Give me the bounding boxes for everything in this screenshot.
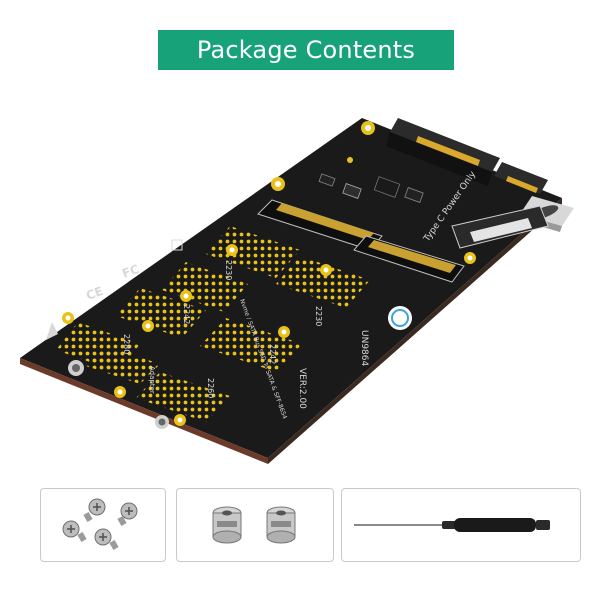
contact-pad-grid [56,226,370,422]
sff-8654-connector [451,205,549,249]
model-label: UN9864 [359,330,369,366]
screws-item [40,488,166,562]
slot-size-label: 2280 [122,334,131,354]
slot-size-label: 2242 [182,304,191,324]
screwdriver-icon [354,518,550,532]
ce-mark: CE [84,284,105,303]
package-contents-banner: Package Contents [158,30,454,70]
sata-connector [386,118,548,194]
warning-icon [46,322,58,340]
m2-slot-2 [353,235,465,283]
recycle-bin-icon [171,239,183,251]
slot-size-label: 2260 [206,378,215,398]
adapter-label: Adapter [148,366,156,394]
fc-mark: FC [120,262,141,281]
slot-size-label: 2230 [314,306,323,326]
slot-size-label: 2242 [268,344,277,364]
standoff-icon [212,506,296,544]
screws-icon [62,498,138,550]
version-label: VER:2.00 [297,368,307,409]
adapter-board-image: Type C Power Only UN9864 VER:2.00 Adapte… [0,80,600,480]
slot-size-label: 2230 [224,260,233,280]
mounting-holes [62,121,476,429]
screwdriver-item [341,488,581,562]
standoffs-item [176,488,334,562]
